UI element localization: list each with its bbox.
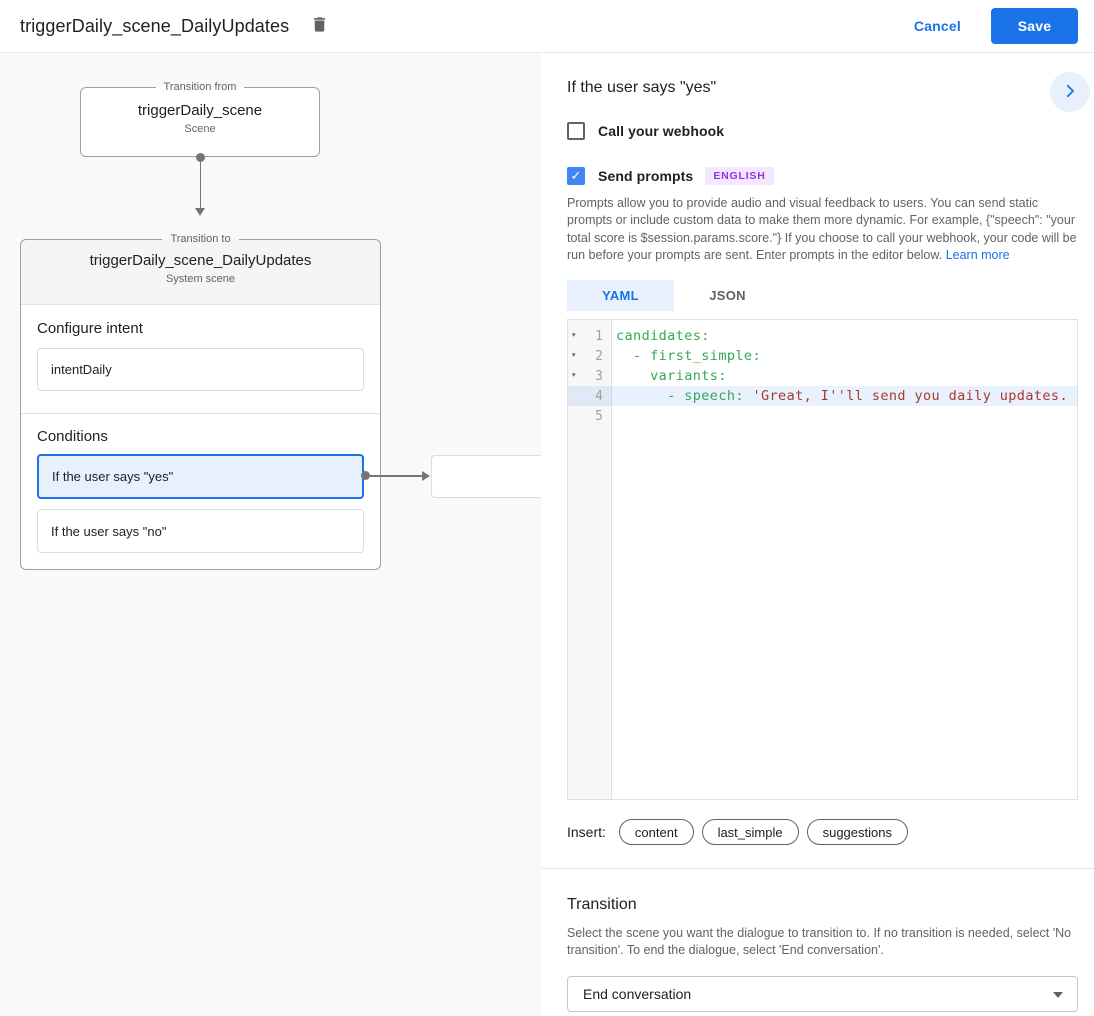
section-divider bbox=[541, 868, 1094, 870]
dropdown-caret-icon bbox=[1053, 991, 1063, 998]
from-scene-title: triggerDaily_scene bbox=[137, 102, 263, 119]
to-scene-subtitle: System scene bbox=[165, 273, 236, 285]
code-string: 'Great, I''ll send you daily updates. bbox=[752, 388, 1068, 405]
trash-icon bbox=[310, 15, 329, 37]
code-text: - first_simple: bbox=[616, 348, 761, 365]
transition-from-legend: Transition from bbox=[163, 81, 237, 93]
configure-intent-section: Configure intent intentDaily bbox=[21, 305, 380, 413]
fold-arrow-icon[interactable]: ▾ bbox=[571, 350, 577, 361]
insert-row: Insert: content last_simple suggestions bbox=[567, 819, 1078, 846]
connector-line-horizontal bbox=[370, 475, 422, 477]
flow-canvas: Transition from triggerDaily_scene Scene… bbox=[0, 53, 541, 1016]
to-scene-header: triggerDaily_scene_DailyUpdates System s… bbox=[21, 245, 380, 304]
code-text: - speech: 'Great, I''ll send you daily u… bbox=[612, 388, 1068, 404]
code-text: variants: bbox=[616, 368, 727, 385]
transition-from-box[interactable]: Transition from triggerDaily_scene Scene bbox=[80, 81, 320, 157]
delete-scene-button[interactable] bbox=[307, 14, 331, 38]
from-scene-subtitle: Scene bbox=[184, 123, 216, 135]
editor-format-tabs: YAML JSON bbox=[567, 280, 1078, 312]
line-number: ▾3 bbox=[571, 368, 603, 384]
connector-dot-from bbox=[195, 152, 205, 162]
editor-line: ▾1 candidates: bbox=[568, 326, 1077, 346]
prompt-code-editor[interactable]: ▾1 candidates: ▾2 - first_simple: ▾3 var… bbox=[567, 319, 1078, 801]
editor-gutter bbox=[568, 320, 612, 800]
condition-detail-panel: If the user says "yes" Call your webhook… bbox=[541, 53, 1094, 1016]
tab-json[interactable]: JSON bbox=[709, 288, 746, 304]
send-prompts-label: Send prompts bbox=[598, 168, 694, 184]
to-scene-body: Configure intent intentDaily Conditions … bbox=[21, 304, 380, 569]
save-button[interactable]: Save bbox=[991, 8, 1078, 44]
fold-arrow-icon[interactable]: ▾ bbox=[571, 330, 577, 341]
page-title: triggerDaily_scene_DailyUpdates bbox=[20, 15, 290, 36]
learn-more-link[interactable]: Learn more bbox=[945, 247, 1010, 262]
conditions-section: Conditions If the user says "yes" If the… bbox=[21, 413, 380, 553]
insert-chip-suggestions[interactable]: suggestions bbox=[806, 819, 908, 846]
transition-select[interactable]: End conversation bbox=[567, 975, 1078, 1012]
editor-line: 5 bbox=[568, 406, 1077, 426]
prompts-description-text: Prompts allow you to provide audio and v… bbox=[567, 196, 1077, 262]
condition-panel-title: If the user says "yes" bbox=[567, 79, 717, 96]
send-prompts-checkbox[interactable]: ✓ bbox=[567, 167, 585, 185]
transition-to-legend: Transition to bbox=[170, 233, 231, 245]
code-key: - speech: bbox=[616, 388, 753, 405]
transition-to-box[interactable]: Transition to triggerDaily_scene_DailyUp… bbox=[20, 233, 381, 570]
prompts-description: Prompts allow you to provide audio and v… bbox=[567, 195, 1082, 264]
webhook-checkbox[interactable] bbox=[567, 122, 585, 140]
to-scene-title: triggerDaily_scene_DailyUpdates bbox=[89, 252, 312, 269]
editor-line: ▾2 - first_simple: bbox=[568, 346, 1077, 366]
line-number: ▾2 bbox=[571, 348, 603, 364]
conditions-heading: Conditions bbox=[37, 428, 108, 445]
code-text: candidates: bbox=[616, 328, 710, 345]
header-bar: triggerDaily_scene_DailyUpdates Cancel S… bbox=[0, 0, 1094, 53]
editor-line-active: 4 - speech: 'Great, I''ll send you daily… bbox=[568, 386, 1077, 407]
collapse-panel-button[interactable] bbox=[1050, 72, 1090, 112]
webhook-checkbox-label: Call your webhook bbox=[598, 123, 725, 139]
transition-heading: Transition bbox=[567, 896, 637, 914]
configure-intent-heading: Configure intent bbox=[37, 320, 143, 337]
insert-chip-last-simple[interactable]: last_simple bbox=[701, 819, 799, 846]
condition-item-yes[interactable]: If the user says "yes" bbox=[37, 454, 364, 499]
arrow-down-icon bbox=[195, 208, 205, 216]
insert-label: Insert: bbox=[567, 824, 606, 841]
line-number: ▾1 bbox=[571, 328, 603, 344]
transition-description: Select the scene you want the dialogue t… bbox=[567, 926, 1072, 958]
transition-target-box[interactable] bbox=[431, 455, 541, 498]
connector-dot-condition bbox=[361, 471, 370, 480]
fold-arrow-icon[interactable]: ▾ bbox=[571, 370, 577, 381]
connector-line-vertical bbox=[199, 161, 201, 208]
cancel-button[interactable]: Cancel bbox=[913, 18, 961, 34]
line-number: 4 bbox=[595, 388, 603, 404]
arrow-right-icon bbox=[422, 471, 430, 481]
chevron-right-icon bbox=[1061, 82, 1079, 103]
transition-select-value: End conversation bbox=[583, 985, 692, 1002]
language-badge: ENGLISH bbox=[705, 167, 774, 185]
intent-item[interactable]: intentDaily bbox=[37, 348, 364, 391]
editor-line: ▾3 variants: bbox=[568, 366, 1077, 386]
insert-chip-content[interactable]: content bbox=[618, 819, 694, 846]
tab-yaml[interactable]: YAML bbox=[567, 280, 674, 312]
line-number: 5 bbox=[595, 408, 603, 424]
condition-item-no[interactable]: If the user says "no" bbox=[37, 509, 364, 553]
